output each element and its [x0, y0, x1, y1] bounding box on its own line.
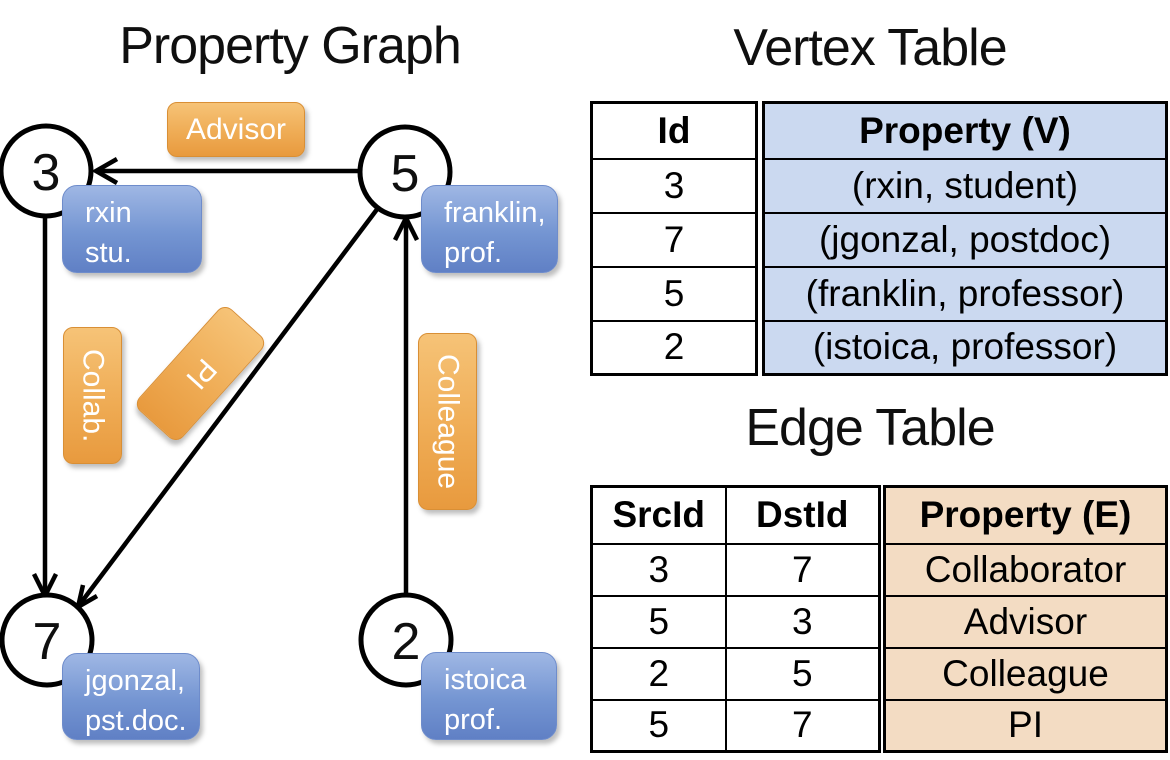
node-id-5: 5: [391, 145, 420, 203]
node-id-2: 2: [392, 613, 421, 671]
vertex-id-cell: 2: [590, 319, 758, 376]
edge-label-collab-text: Collab.: [76, 348, 110, 443]
edge-label-collab: Collab.: [63, 327, 122, 464]
edge-srcid-cell: 2: [590, 646, 727, 701]
vertex-property-table: Property (V) (rxin, student) (jgonzal, p…: [762, 101, 1168, 376]
node-property-line2: prof.: [444, 704, 503, 736]
vertex-id-cell: 3: [590, 157, 758, 214]
edge-dstid-cell: 7: [724, 698, 881, 753]
edge-table-title: Edge Table: [745, 399, 995, 457]
node-id-3: 3: [32, 144, 61, 202]
edge-property-table: Property (E) Collaborator Advisor Collea…: [883, 485, 1168, 753]
node-property-line2: prof.: [444, 237, 503, 269]
edge-col-dstid: DstId: [724, 485, 881, 545]
edge-property-cell: Collaborator: [883, 542, 1168, 597]
node-property-line1: rxin: [85, 197, 132, 229]
node-property-line2: pst.doc.: [85, 705, 187, 737]
vertex-col-id: Id: [590, 101, 758, 160]
vertex-id-cell: 5: [590, 265, 758, 322]
edge-dstid-cell: 3: [724, 594, 881, 649]
vertex-property-cell: (istoica, professor): [762, 319, 1168, 376]
node-property-box-5: franklin, prof.: [421, 185, 558, 273]
edge-srcid-cell: 3: [590, 542, 727, 597]
edge-property-cell: Colleague: [883, 646, 1168, 701]
edge-srcid-cell: 5: [590, 594, 727, 649]
edge-label-colleague: Colleague: [418, 333, 477, 510]
edge-label-pi-text: PI: [179, 352, 223, 396]
vertex-property-cell: (franklin, professor): [762, 265, 1168, 322]
node-property-line2: stu.: [85, 237, 132, 269]
vertex-table-title: Vertex Table: [733, 19, 1007, 77]
edge-dstid-cell: 5: [724, 646, 881, 701]
edge-srcid-cell: 5: [590, 698, 727, 753]
node-property-line1: jgonzal,: [85, 665, 185, 697]
edge-property-cell: PI: [883, 698, 1168, 753]
node-property-line1: franklin,: [444, 197, 546, 229]
edge-col-srcid: SrcId: [590, 485, 727, 545]
edge-col-property: Property (E): [883, 485, 1168, 545]
arrowhead-left-icon: [91, 157, 119, 185]
node-id-7: 7: [33, 613, 62, 671]
node-property-box-3: rxin stu.: [62, 185, 202, 273]
edge-ids-table: SrcId DstId 3 7 5 3 2 5 5 7: [590, 485, 881, 753]
vertex-col-property: Property (V): [762, 101, 1168, 160]
edge-pi-5-7: [78, 206, 380, 606]
node-property-box-2: istoica prof.: [421, 652, 557, 740]
edge-property-cell: Advisor: [883, 594, 1168, 649]
vertex-property-cell: (jgonzal, postdoc): [762, 211, 1168, 268]
edge-label-advisor-text: Advisor: [185, 112, 287, 146]
edge-label-colleague-text: Colleague: [431, 353, 465, 490]
edge-dstid-cell: 7: [724, 542, 881, 597]
property-graph-title: Property Graph: [119, 17, 462, 75]
node-property-line1: istoica: [444, 664, 527, 696]
vertex-id-table: Id 3 7 5 2: [590, 101, 758, 376]
edge-label-advisor: Advisor: [167, 102, 305, 157]
node-property-box-7: jgonzal, pst.doc.: [62, 653, 200, 740]
vertex-id-cell: 7: [590, 211, 758, 268]
vertex-property-cell: (rxin, student): [762, 157, 1168, 214]
